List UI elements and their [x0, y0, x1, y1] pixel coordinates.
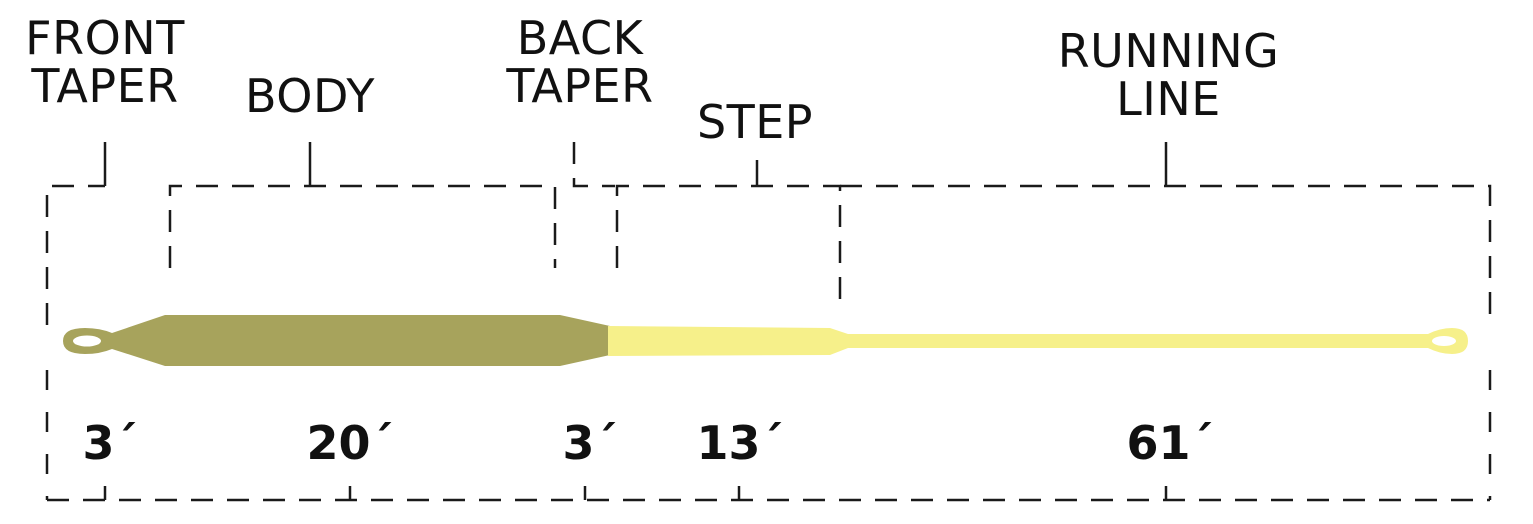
label-running-line-line-2: LINE: [1116, 72, 1221, 126]
label-running-line-line-1: RUNNING: [1057, 24, 1280, 78]
fly-line: [63, 315, 1468, 366]
label-front-taper-line-1: FRONT: [25, 11, 185, 65]
bracket-top-front-taper: [45, 184, 105, 325]
label-step-line-1: STEP: [696, 95, 814, 149]
bracket-top-body: [168, 184, 557, 268]
top-brackets: [45, 142, 1492, 325]
length-back-taper: 3´: [562, 416, 618, 470]
label-front-taper-line-2: TAPER: [31, 59, 179, 113]
label-back-taper: BACK TAPER: [485, 14, 675, 110]
line-running-section: [608, 326, 1468, 356]
bracket-top-running-line: [840, 184, 1492, 325]
bracket-top-step: [615, 184, 842, 305]
front-loop-eye: [73, 335, 101, 347]
rear-loop-eye: [1432, 336, 1456, 346]
bracket-top-back-taper: [572, 142, 615, 188]
bottom-brackets: [45, 370, 1492, 502]
label-front-taper: FRONT TAPER: [10, 14, 200, 110]
label-running-line: RUNNING LINE: [1036, 27, 1301, 123]
length-front-taper: 3´: [82, 416, 138, 470]
length-step: 13´: [696, 416, 784, 470]
length-body: 20´: [306, 416, 394, 470]
label-step: STEP: [675, 98, 835, 146]
label-body: BODY: [225, 72, 395, 120]
line-head: [63, 315, 610, 366]
label-back-taper-line-1: BACK: [516, 11, 644, 65]
label-body-line-1: BODY: [245, 69, 375, 123]
label-back-taper-line-2: TAPER: [506, 59, 654, 113]
length-running-line: 61´: [1126, 416, 1214, 470]
